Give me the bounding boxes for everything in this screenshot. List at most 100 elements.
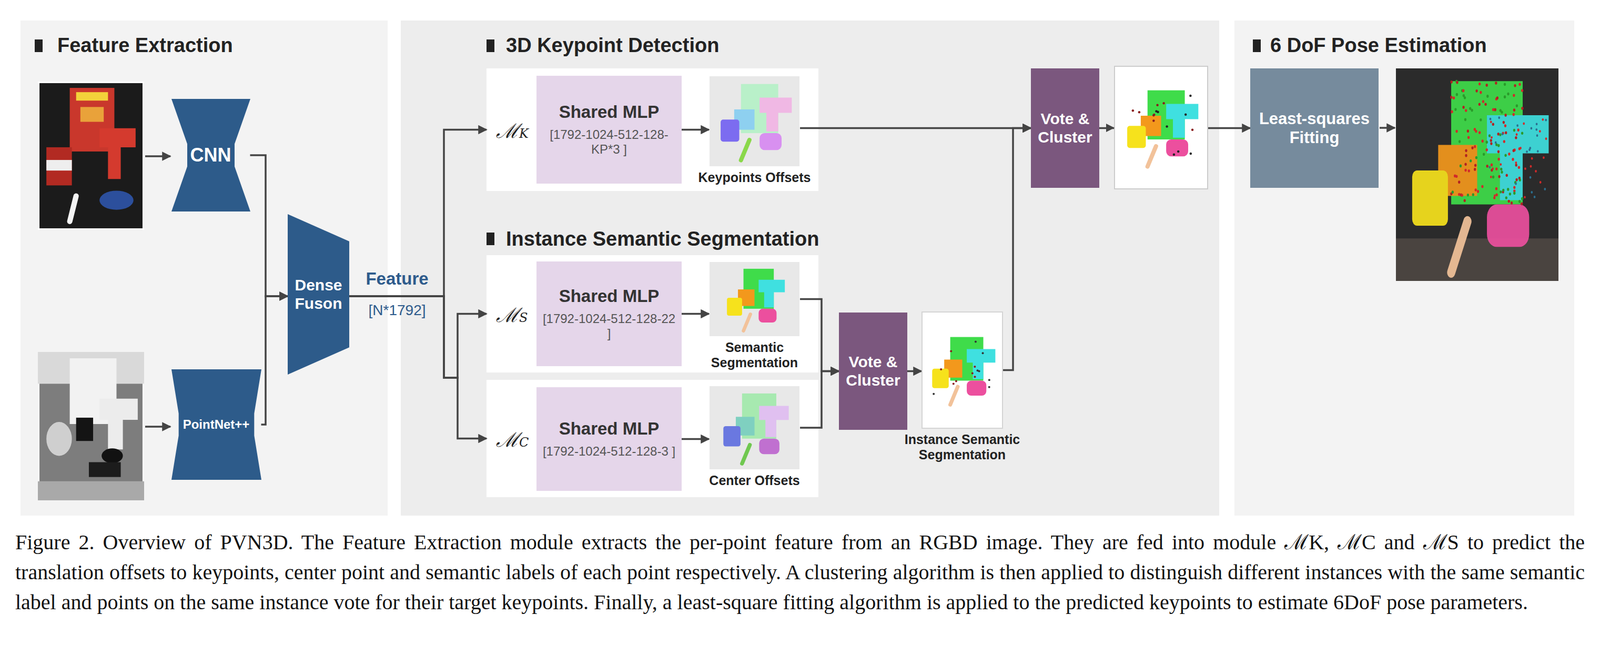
illustration-part bbox=[171, 98, 251, 212]
mlp-box: Shared MLP[1792-1024-512-128-KP*3 ] bbox=[536, 75, 682, 184]
illustration-part bbox=[1495, 167, 1498, 171]
illustration-part bbox=[720, 84, 792, 161]
illustration-part bbox=[88, 461, 121, 477]
illustration-part bbox=[1106, 123, 1115, 133]
illustration-part bbox=[971, 372, 974, 375]
illustration-part bbox=[1478, 130, 1481, 135]
flow-arrow bbox=[800, 299, 839, 372]
illustration-part bbox=[758, 438, 779, 455]
illustration-part bbox=[1490, 136, 1493, 139]
fitting-box: Least-squares Fitting bbox=[1250, 68, 1379, 188]
illustration-part bbox=[1496, 96, 1499, 100]
illustration-part bbox=[1504, 131, 1507, 135]
output-thumbnail: Keypoints Offsets bbox=[709, 75, 800, 186]
illustration-part bbox=[1166, 103, 1199, 138]
illustration-part bbox=[1518, 199, 1521, 204]
illustration-part bbox=[1482, 99, 1485, 104]
module-panel: 6 DoF Pose EstimationLeast-squares Fitti… bbox=[1234, 20, 1575, 516]
illustration-part bbox=[1521, 88, 1524, 93]
illustration-part bbox=[400, 20, 1220, 516]
data-label: Feature bbox=[365, 268, 429, 289]
illustration-part bbox=[949, 349, 953, 352]
illustration-part bbox=[1507, 152, 1511, 156]
illustration-part bbox=[1138, 110, 1141, 114]
illustration-part bbox=[1490, 175, 1493, 179]
illustration-part bbox=[741, 139, 750, 161]
illustration-part bbox=[1519, 146, 1522, 150]
illustration-part bbox=[709, 261, 800, 337]
illustration-part bbox=[1455, 80, 1458, 85]
flow-arrow bbox=[250, 155, 289, 297]
illustration-part bbox=[950, 386, 958, 405]
illustration-part bbox=[723, 426, 741, 447]
illustration-part bbox=[1501, 132, 1504, 136]
illustration-part bbox=[966, 380, 987, 397]
illustration-part bbox=[1503, 139, 1506, 144]
illustration-part bbox=[1470, 108, 1473, 113]
illustration-part bbox=[1474, 163, 1477, 167]
module-panel: 3D Keypoint DetectionℳKShared MLP[1792-1… bbox=[400, 20, 1220, 516]
encoder-decoder-shape: CNN bbox=[171, 98, 251, 212]
illustration-part bbox=[1455, 93, 1458, 97]
illustration-part bbox=[37, 81, 145, 230]
illustration-part bbox=[1172, 153, 1176, 157]
illustration-part bbox=[1530, 190, 1533, 194]
illustration-part bbox=[1451, 221, 1468, 273]
illustration-part bbox=[1131, 109, 1135, 113]
illustration-part bbox=[1543, 187, 1546, 191]
output-arrow bbox=[1379, 126, 1395, 129]
illustration-part bbox=[1506, 92, 1510, 96]
illustration-part bbox=[37, 351, 145, 501]
mlp-layers: [1792-1024-512-128-KP*3 ] bbox=[541, 127, 677, 158]
box-label: Vote & Cluster bbox=[1035, 109, 1096, 147]
illustration-part bbox=[1490, 120, 1493, 124]
output-thumbnail: Semantic Segmentation bbox=[709, 261, 800, 371]
illustration-part bbox=[932, 337, 996, 405]
illustration-part bbox=[1512, 113, 1515, 117]
illustration-part bbox=[1513, 84, 1516, 88]
illustration-part bbox=[1541, 118, 1544, 121]
illustration-part bbox=[1473, 167, 1476, 171]
illustration-part bbox=[1513, 191, 1516, 195]
generated-pictures bbox=[37, 66, 1559, 501]
module-symbol: ℳC bbox=[495, 424, 529, 453]
shape-label: CNN bbox=[190, 144, 232, 166]
illustration-part bbox=[1486, 115, 1549, 201]
illustration-part bbox=[981, 351, 985, 354]
illustration-part bbox=[1497, 132, 1500, 136]
panel-heading: 3D Keypoint Detection bbox=[505, 20, 1220, 57]
illustration-part bbox=[726, 297, 743, 316]
illustration-part bbox=[1485, 140, 1488, 144]
instance-thumbnail: Instance Semantic Segmentation bbox=[921, 311, 1004, 463]
illustration-part bbox=[1503, 82, 1506, 86]
illustration-part bbox=[1474, 129, 1477, 134]
heading-bullet bbox=[486, 232, 495, 246]
illustration-part bbox=[1504, 153, 1507, 157]
flow-arrow bbox=[681, 128, 710, 131]
point-cloud-picture bbox=[709, 261, 800, 337]
illustration-part bbox=[1518, 82, 1521, 86]
illustration-part bbox=[1479, 90, 1482, 95]
illustration-part bbox=[1497, 116, 1501, 119]
illustration-part bbox=[1455, 129, 1458, 134]
flow-arrow bbox=[800, 127, 1031, 130]
illustration-part bbox=[1156, 103, 1159, 107]
illustration-part bbox=[1481, 139, 1484, 143]
illustration-part bbox=[1525, 150, 1528, 154]
flow-arrow bbox=[261, 296, 289, 425]
panel-heading: Feature Extraction bbox=[57, 20, 388, 57]
illustration-part bbox=[287, 214, 350, 375]
illustration-part bbox=[1482, 152, 1485, 156]
illustration-part bbox=[939, 368, 943, 371]
shape-label: PointNet++ bbox=[183, 417, 250, 432]
illustration-part bbox=[709, 76, 800, 167]
illustration-part bbox=[1462, 94, 1465, 98]
illustration-part bbox=[1184, 113, 1188, 116]
branch-box: ℳCShared MLP[1792-1024-512-128-3 ]Center… bbox=[486, 379, 819, 498]
illustration-part bbox=[1504, 113, 1507, 117]
flow-arrow bbox=[681, 312, 710, 316]
illustration-part bbox=[1505, 173, 1508, 177]
illustration-part bbox=[1479, 118, 1482, 122]
input-arrow bbox=[145, 425, 171, 428]
